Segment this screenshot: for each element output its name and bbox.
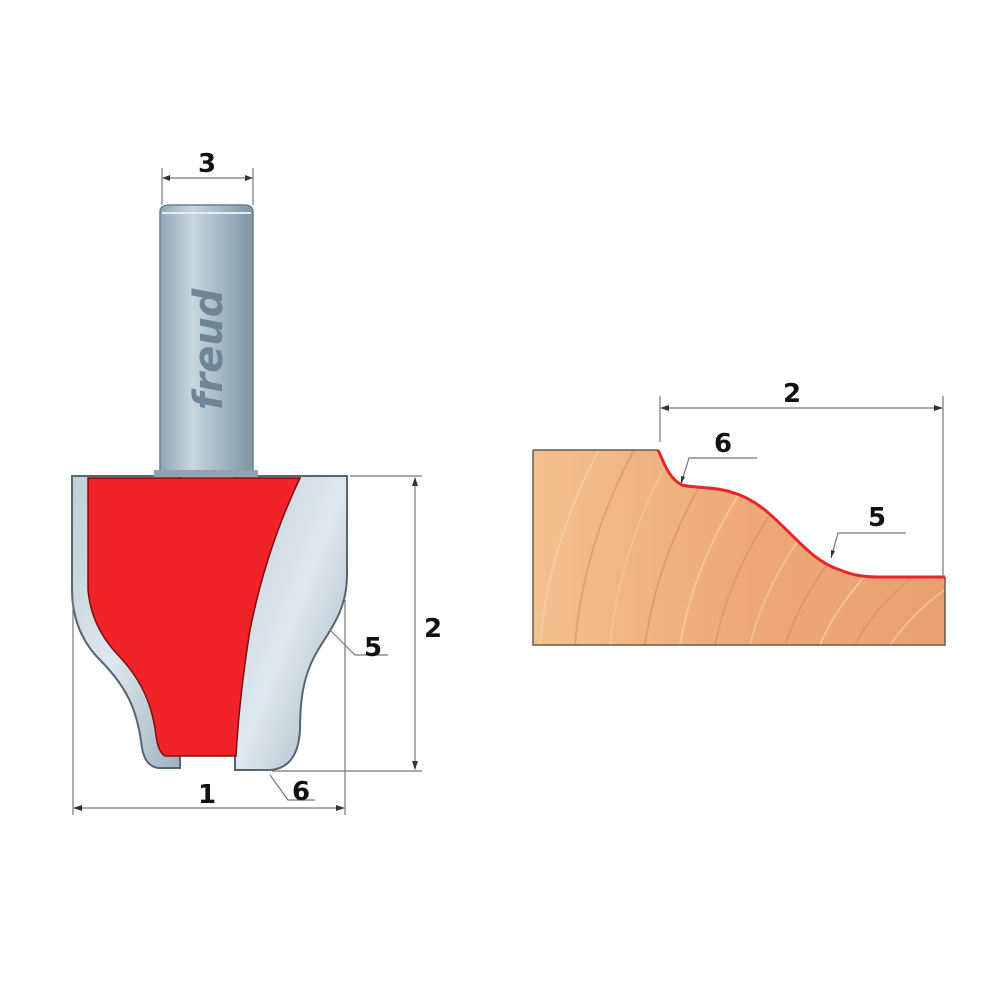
wood-profile [532, 449, 946, 646]
leader-5: 5 [329, 629, 388, 663]
dimension-2-height: 2 [272, 475, 442, 772]
shank [159, 204, 254, 476]
freud-logo: freud [186, 288, 232, 410]
label-6: 6 [292, 777, 310, 807]
label-3: 3 [198, 149, 216, 179]
label-2: 2 [424, 614, 442, 644]
profile-leader-5: 5 [830, 503, 906, 559]
profile-dimension-2: 2 [659, 379, 944, 577]
profile-label-5: 5 [868, 503, 886, 533]
cut-profile-line [656, 449, 945, 579]
dimension-1-diameter: 1 [72, 600, 346, 815]
dimension-3-shank: 3 [161, 149, 254, 205]
label-1: 1 [198, 780, 216, 810]
router-bit: freud [71, 204, 348, 771]
profile-leader-6: 6 [680, 429, 757, 485]
label-5: 5 [364, 633, 382, 663]
profile-label-6: 6 [714, 429, 732, 459]
carbide-cutter [87, 477, 302, 757]
leader-6: 6 [269, 774, 315, 807]
profile-label-2: 2 [783, 379, 801, 409]
